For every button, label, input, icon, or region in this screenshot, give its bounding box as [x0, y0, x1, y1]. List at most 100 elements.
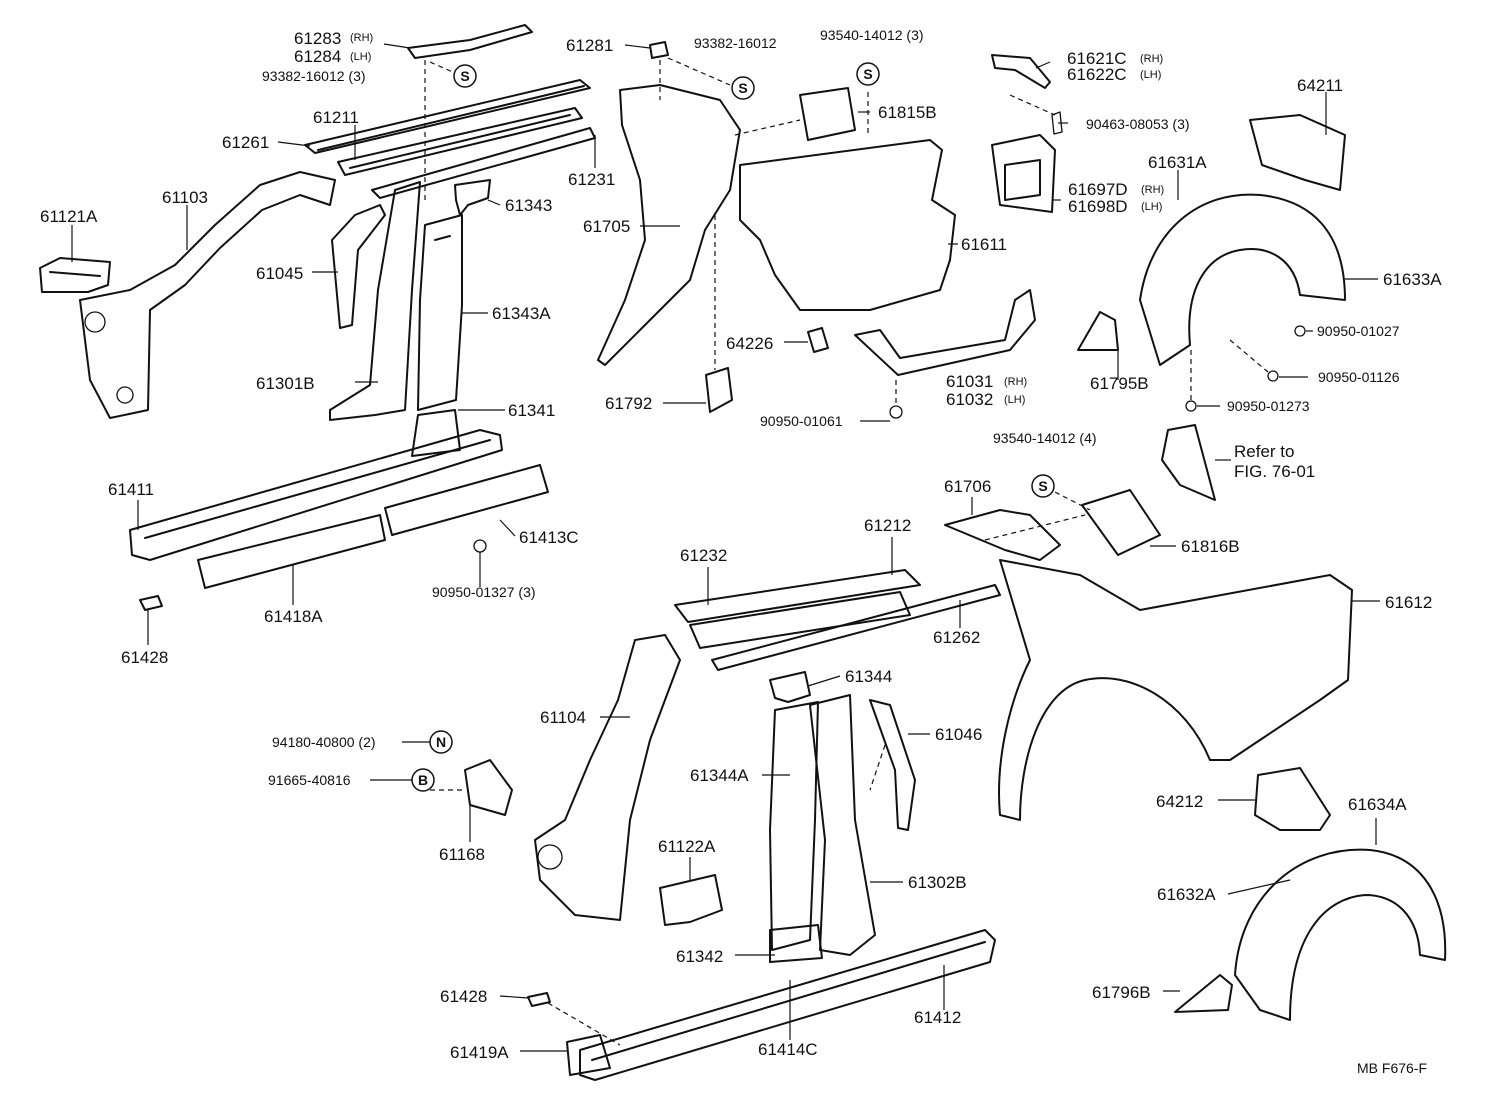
label-61212: 61212 — [864, 516, 911, 535]
part-64211-cover — [1249, 114, 1346, 191]
label-61815b: 61815B — [878, 103, 937, 122]
svg-text:N: N — [436, 734, 446, 750]
label-61698d-side: (LH) — [1141, 201, 1162, 213]
label-61706: 61706 — [944, 477, 991, 496]
part-61816b-bracket — [1081, 489, 1161, 556]
label-refer-to: Refer to — [1234, 442, 1294, 461]
part-61232-rail — [674, 569, 921, 623]
label-61232: 61232 — [680, 546, 727, 565]
label-90950-01327-3: 90950-01327 (3) — [432, 584, 536, 600]
label-61031-side: (RH) — [1004, 376, 1027, 388]
label-61412: 61412 — [914, 1008, 961, 1027]
part-61631a-wheelhouse — [1139, 193, 1346, 366]
label-61698d: 61698D — [1068, 197, 1128, 216]
label-61302b: 61302B — [908, 873, 967, 892]
label-61622c-side: (LH) — [1140, 69, 1161, 81]
label-61343a: 61343A — [492, 304, 551, 323]
footer-figure-code: MB F676-F — [1357, 1060, 1427, 1076]
symbol-n-1: N — [429, 730, 453, 754]
label-61104: 61104 — [540, 708, 586, 727]
part-61706-pillar — [944, 509, 1061, 561]
svg-text:S: S — [738, 80, 747, 96]
label-61633a: 61633A — [1383, 270, 1442, 289]
label-90950-01126: 90950-01126 — [1318, 369, 1400, 385]
part-61796b-gusset — [1174, 974, 1233, 1013]
part-61411-rocker — [129, 429, 503, 561]
label-61341: 61341 — [508, 401, 555, 420]
part-61632a-wheelhouse — [1234, 848, 1447, 1021]
label-94180-40800-2: 94180-40800 (2) — [272, 734, 376, 750]
label-61418a: 61418A — [264, 607, 323, 626]
part-61344-cap — [769, 671, 811, 703]
part-64226-clip — [807, 327, 829, 353]
label-61622c: 61622C — [1067, 65, 1127, 84]
label-91665-40816: 91665-40816 — [268, 772, 351, 788]
label-61343: 61343 — [505, 196, 552, 215]
label-61032: 61032 — [946, 390, 993, 409]
part-61121a-bracket — [39, 257, 111, 293]
part-61031-step — [854, 289, 1036, 376]
part-61283-bracket — [407, 24, 533, 59]
label-61211: 61211 — [313, 108, 359, 127]
label-61612: 61612 — [1385, 593, 1432, 612]
label-fig-76-01: FIG. 76-01 — [1234, 462, 1315, 481]
part-drawings — [39, 24, 1447, 1081]
part-61301b-pillar — [329, 181, 421, 421]
label-90463-08053-3: 90463-08053 (3) — [1086, 116, 1190, 132]
svg-text:S: S — [1038, 478, 1047, 494]
label-61632a: 61632A — [1157, 885, 1216, 904]
label-61281: 61281 — [566, 36, 613, 55]
part-61281-clip — [649, 41, 669, 59]
label-61611: 61611 — [961, 235, 1007, 254]
label-61796b: 61796B — [1092, 983, 1151, 1002]
part-61621c-bracket — [991, 54, 1051, 89]
dashed-assembly-lines — [424, 57, 1269, 1046]
label-61413c: 61413C — [519, 528, 579, 547]
label-61046: 61046 — [935, 725, 982, 744]
label-61032-side: (LH) — [1004, 394, 1025, 406]
label-61031: 61031 — [946, 372, 993, 391]
label-61634a: 61634A — [1348, 795, 1407, 814]
part-61792-gusset — [705, 367, 733, 413]
part-61419a-rocker — [566, 1034, 611, 1076]
label-90950-01273: 90950-01273 — [1227, 398, 1310, 414]
part-61341-base — [411, 409, 461, 457]
symbol-b-1: B — [411, 768, 435, 792]
part-61697d-panel — [991, 134, 1056, 213]
label-61816b: 61816B — [1181, 537, 1240, 556]
label-61621c: 61621C — [1067, 49, 1127, 68]
label-61168: 61168 — [439, 845, 485, 864]
symbol-s-4: S — [1031, 474, 1055, 498]
part-61262-rail — [711, 584, 1001, 671]
part-61795b-gusset — [1077, 311, 1119, 351]
label-61284-side: (LH) — [350, 51, 371, 63]
label-61344a: 61344A — [690, 766, 749, 785]
label-61344: 61344 — [845, 667, 892, 686]
part-61168-bracket — [464, 759, 513, 816]
part-labels: 61283 (RH) 61284 (LH) 93382-16012 (3) 61… — [40, 27, 1442, 1076]
part-61343a-pillar — [417, 214, 463, 411]
part-90950-01273-grommet — [1185, 400, 1197, 412]
part-61103-pillar — [79, 171, 336, 419]
label-64211: 64211 — [1297, 76, 1343, 95]
part-61104-pillar — [534, 634, 681, 921]
part-61302b-pillar — [809, 694, 876, 956]
label-61262: 61262 — [933, 628, 980, 647]
part-90950-01327-grommet — [473, 539, 487, 553]
label-93540-14012-4: 93540-14012 (4) — [993, 430, 1097, 446]
label-61419a: 61419A — [450, 1043, 509, 1062]
label-61411: 61411 — [108, 480, 154, 499]
label-61283: 61283 — [294, 29, 341, 48]
part-61612-quarter-panel — [998, 559, 1353, 821]
part-61344a-pillar — [769, 701, 819, 951]
part-61418a-rocker-inner — [197, 514, 386, 589]
label-90950-01027: 90950-01027 — [1317, 323, 1400, 339]
label-61428-b: 61428 — [440, 987, 487, 1006]
label-61121a: 61121A — [40, 207, 98, 226]
part-61611-quarter-inner — [739, 139, 956, 311]
part-61103-hole — [84, 311, 106, 333]
part-61103-hole-2 — [116, 386, 134, 404]
part-61122a-bracket — [659, 874, 723, 926]
part-90950-01061-grommet — [889, 405, 903, 419]
